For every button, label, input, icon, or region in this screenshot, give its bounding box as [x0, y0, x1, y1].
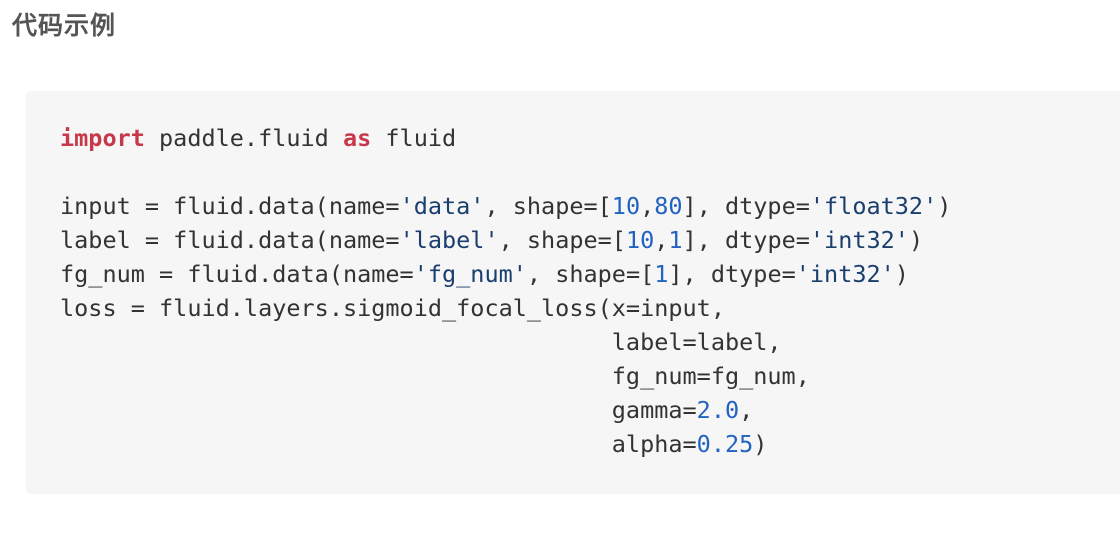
code-text: fg_num=fg_num, [60, 362, 810, 390]
code-number: 2.0 [696, 396, 740, 424]
code-text: ], dtype= [682, 192, 810, 220]
code-text: , [640, 192, 655, 220]
code-text: alpha= [60, 430, 697, 458]
code-text: loss = fluid.layers.sigmoid_focal_loss(x… [60, 294, 725, 322]
code-text: ) [908, 226, 924, 254]
code-line: label=label, [60, 325, 951, 359]
code-text: paddle.fluid [144, 124, 343, 152]
code-line: import paddle.fluid as fluid [60, 121, 951, 155]
code-text: label=label, [60, 328, 782, 356]
code-keyword: as [342, 124, 372, 152]
code-number: 10 [611, 192, 641, 220]
code-text: ) [753, 430, 768, 458]
code-string: 'label' [399, 226, 499, 254]
code-string: 'int32' [809, 226, 909, 254]
code-block[interactable]: import paddle.fluid as fluid input = flui… [26, 91, 1120, 494]
code-line: label = fluid.data(name='label', shape=[… [60, 223, 951, 257]
code-keyword: import [60, 124, 145, 152]
code-text: , shape=[ [484, 192, 612, 220]
code-line: fg_num=fg_num, [60, 359, 951, 393]
code-text: fg_num = fluid.data(name= [60, 260, 414, 288]
code-text: , [739, 396, 754, 424]
code-line: alpha=0.25) [60, 427, 951, 461]
code-number: 10 [625, 226, 655, 254]
code-text: label = fluid.data(name= [60, 226, 400, 254]
code-text: fluid [371, 124, 457, 152]
code-text: ) [894, 260, 909, 288]
code-line: loss = fluid.layers.sigmoid_focal_loss(x… [60, 291, 951, 325]
code-text: input = fluid.data(name= [60, 192, 400, 220]
code-line: input = fluid.data(name='data', shape=[1… [60, 189, 951, 223]
code-line: gamma=2.0, [60, 393, 951, 427]
code-line [60, 155, 951, 189]
code-number: 80 [654, 192, 683, 220]
code-string: 'fg_num' [413, 260, 527, 288]
code-text: ) [937, 192, 952, 220]
code-number: 1 [668, 226, 683, 254]
code-string: 'data' [399, 192, 485, 220]
code-number: 1 [654, 260, 669, 288]
code-string: 'int32' [795, 260, 895, 288]
code-number: 0.25 [696, 430, 754, 458]
code-text: gamma= [60, 396, 697, 424]
code-text: ], dtype= [668, 260, 796, 288]
code-text: ], dtype= [682, 226, 810, 254]
code-line: fg_num = fluid.data(name='fg_num', shape… [60, 257, 951, 291]
code-content[interactable]: import paddle.fluid as fluid input = flui… [60, 121, 951, 461]
section-title: 代码示例 [12, 11, 117, 40]
code-text: , [654, 226, 669, 254]
code-text: , shape=[ [498, 226, 626, 254]
code-string: 'float32' [809, 192, 938, 220]
code-text: , shape=[ [526, 260, 655, 288]
